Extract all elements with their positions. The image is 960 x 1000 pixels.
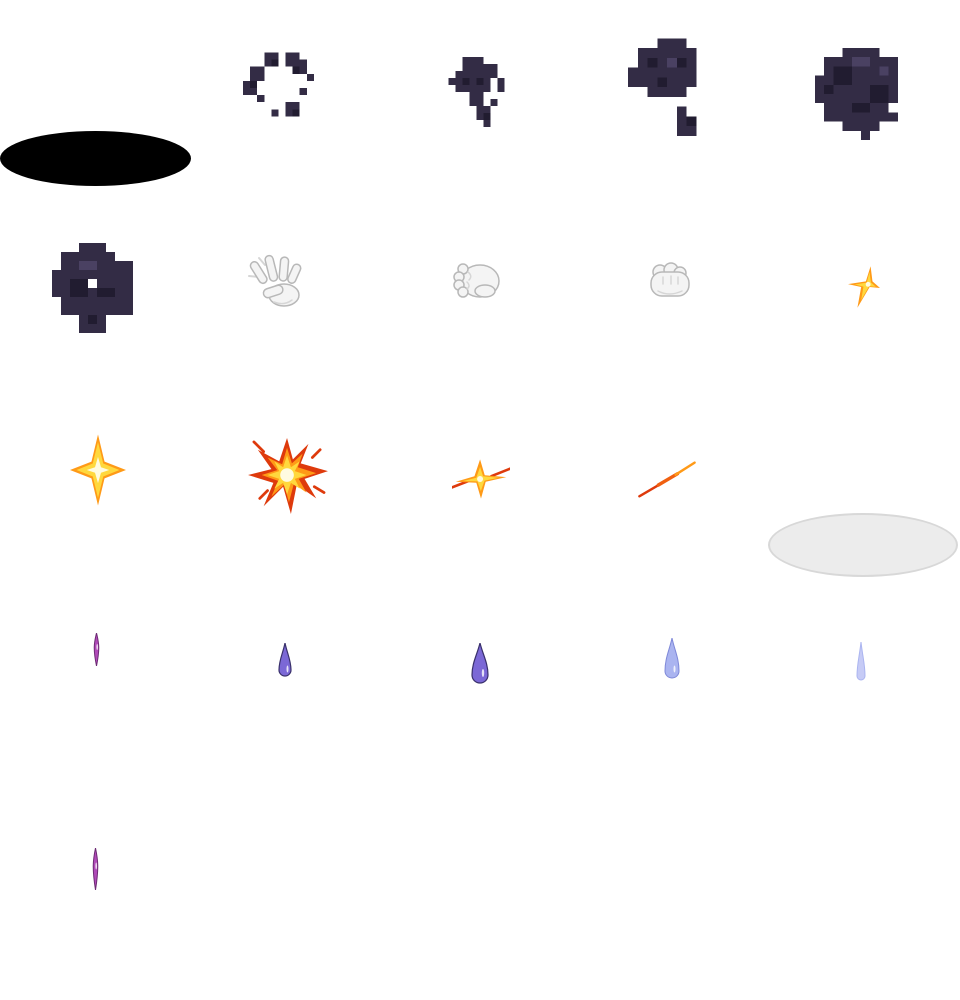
black-shadow-ellipse-sprite <box>0 131 191 186</box>
droplet-lavender-thin-sprite <box>856 642 866 690</box>
smoke-puff-medium-sprite <box>448 57 512 127</box>
spark-small-sprite <box>848 266 880 308</box>
hand-fist-sprite <box>646 260 694 302</box>
hand-open-slap-sprite <box>246 254 310 308</box>
star-sparkle-sprite <box>70 434 126 506</box>
droplet-lavender-sprite <box>664 638 680 686</box>
smoke-puff-large-sprite <box>628 38 706 136</box>
streak-slash-sprite <box>636 460 698 498</box>
droplet-purple-medium-sprite <box>278 643 292 685</box>
smoke-puff-sparse-sprite <box>243 52 321 124</box>
burst-impact-sprite <box>248 438 328 514</box>
droplet-magenta-tall-sprite <box>90 848 101 890</box>
hand-grabbing-sprite <box>450 258 504 304</box>
droplet-magenta-small-sprite <box>91 633 102 666</box>
white-shadow-ellipse-sprite <box>768 513 958 577</box>
smoke-puff-thick-sprite <box>52 243 142 333</box>
smoke-puff-dense-sprite <box>815 48 907 140</box>
spark-cross-sprite <box>452 456 510 502</box>
droplet-purple-large-sprite <box>471 643 489 691</box>
